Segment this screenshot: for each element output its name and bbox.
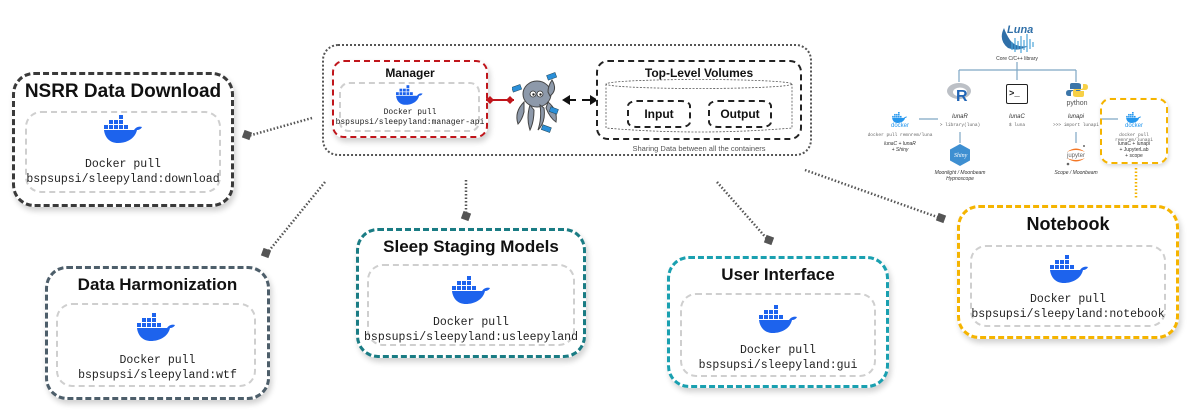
luna-tree-lines <box>919 62 1118 143</box>
branch-lunapi-name: lunapi <box>1067 114 1084 120</box>
docker-icon <box>104 115 142 143</box>
bidirectional-arrow-icon <box>562 95 598 105</box>
connector-download <box>247 116 313 138</box>
service-staging-title: Sleep Staging Models <box>383 237 559 256</box>
connector-end-ui <box>763 234 775 246</box>
svg-text:R: R <box>956 88 968 104</box>
service-staging[interactable]: Sleep Staging Models Docker pull bspsups… <box>356 228 586 358</box>
service-ui-inner <box>680 293 876 377</box>
docker-icon <box>892 112 908 123</box>
docker-left-label: docker <box>890 123 909 129</box>
docker-icon <box>1050 255 1088 283</box>
shiny-icon: Shiny <box>950 144 970 166</box>
volume-input[interactable]: Input <box>627 100 691 128</box>
manager-cmd: Docker pull bspsupsi/sleepyland:manager-… <box>335 108 485 127</box>
svg-text:Shiny: Shiny <box>954 153 968 159</box>
service-ui-cmd: Docker pull bspsupsi/sleepyland:gui <box>698 344 858 372</box>
docker-right-desc3: + scope <box>1125 153 1143 159</box>
terminal-icon: >_ <box>1006 84 1028 104</box>
service-staging-inner <box>367 264 575 346</box>
connector-end-download <box>241 129 253 141</box>
service-notebook[interactable]: Notebook Docker pull bspsupsi/sleepyland… <box>957 205 1179 339</box>
volumes-cylinder-icon <box>605 79 793 133</box>
volumes-title: Top-Level Volumes <box>644 66 754 80</box>
hub-container <box>322 44 812 156</box>
branch-lunaC-cmd: $ luna <box>1008 123 1026 128</box>
service-harmonization-inner <box>56 303 256 387</box>
manager-box[interactable]: Manager Docker pull bspsupsi/sleepyland:… <box>332 60 488 138</box>
service-harmonization-cmd: Docker pull bspsupsi/sleepyland:wtf <box>78 354 237 382</box>
service-download-cmd: Docker pull bspsupsi/sleepyland:download <box>26 158 220 186</box>
r-icon: R <box>946 82 974 105</box>
jupyter-desc1: Scope / Moonbeam <box>1054 170 1098 176</box>
luna-ecosystem: Luna Core C/C++ library R >_ python luna… <box>860 0 1200 200</box>
docker-compose-octopus-icon <box>512 72 559 133</box>
manager-link <box>486 96 514 104</box>
branch-lunaR-name: lunaR <box>952 114 968 120</box>
volumes-caption: Sharing Data between all the containers <box>632 144 766 153</box>
docker-icon <box>759 305 797 333</box>
python-label: python <box>1066 100 1088 107</box>
docker-right-label: docker <box>1124 123 1143 129</box>
docker-right-desc2: + JupyterLab <box>1119 147 1149 153</box>
python-icon <box>1065 82 1089 104</box>
service-ui[interactable]: User Interface Docker pull bspsupsi/slee… <box>667 256 889 388</box>
docker-left-desc2: + Shiny <box>891 147 909 153</box>
service-download[interactable]: NSRR Data Download Docker pull bspsupsi/… <box>12 72 234 207</box>
docker-icon <box>1126 112 1142 123</box>
branch-lunapi-cmd: >>> import lunapi <box>1053 123 1099 128</box>
branch-lunaR-cmd: > library(luna) <box>939 123 981 128</box>
docker-icon <box>137 313 175 341</box>
luna-logo-icon: Luna <box>998 22 1038 54</box>
svg-text:jupyter: jupyter <box>1066 153 1085 159</box>
connector-notebook <box>804 168 941 220</box>
service-notebook-title: Notebook <box>1026 214 1110 234</box>
service-download-title: NSRR Data Download <box>24 81 222 102</box>
jupyter-icon: jupyter <box>1064 143 1088 167</box>
service-ui-title: User Interface <box>721 265 835 284</box>
branch-lunaC-name: lunaC <box>1009 114 1025 120</box>
docker-left-cmd: docker pull remnrem/luna <box>867 133 933 138</box>
docker-icon <box>452 276 490 304</box>
docker-icon <box>396 85 423 105</box>
connector-end-staging <box>460 210 472 222</box>
luna-notebook-docker-box[interactable] <box>1100 98 1168 164</box>
connector-end-harmonization <box>260 247 272 259</box>
service-download-inner <box>25 111 221 193</box>
service-harmonization-title: Data Harmonization <box>77 275 238 294</box>
luna-core-label: Core C/C++ library <box>996 56 1038 62</box>
shiny-desc2: Hypnoscope <box>946 176 974 182</box>
volume-output[interactable]: Output <box>708 100 772 128</box>
docker-right-desc1: lunaC + lunapi <box>1117 141 1151 147</box>
service-harmonization[interactable]: Data Harmonization Docker pull bspsupsi/… <box>45 266 270 400</box>
manager-title: Manager <box>385 66 435 80</box>
service-notebook-inner <box>970 245 1166 327</box>
connector-harmonization <box>267 181 326 253</box>
connector-ui <box>716 181 769 241</box>
manager-inner <box>339 82 480 132</box>
docker-left-desc1: lunaC + lunaR <box>884 141 916 147</box>
docker-right-cmd: docker pull remnrem/lunapi <box>1115 133 1153 143</box>
shiny-desc1: Moonlight / Moonbeam <box>934 170 986 176</box>
service-notebook-cmd: Docker pull bspsupsi/sleepyland:notebook <box>971 293 1165 321</box>
connector-end-notebook <box>935 212 947 224</box>
service-staging-cmd: Docker pull bspsupsi/sleepyland:usleepyl… <box>364 316 578 344</box>
